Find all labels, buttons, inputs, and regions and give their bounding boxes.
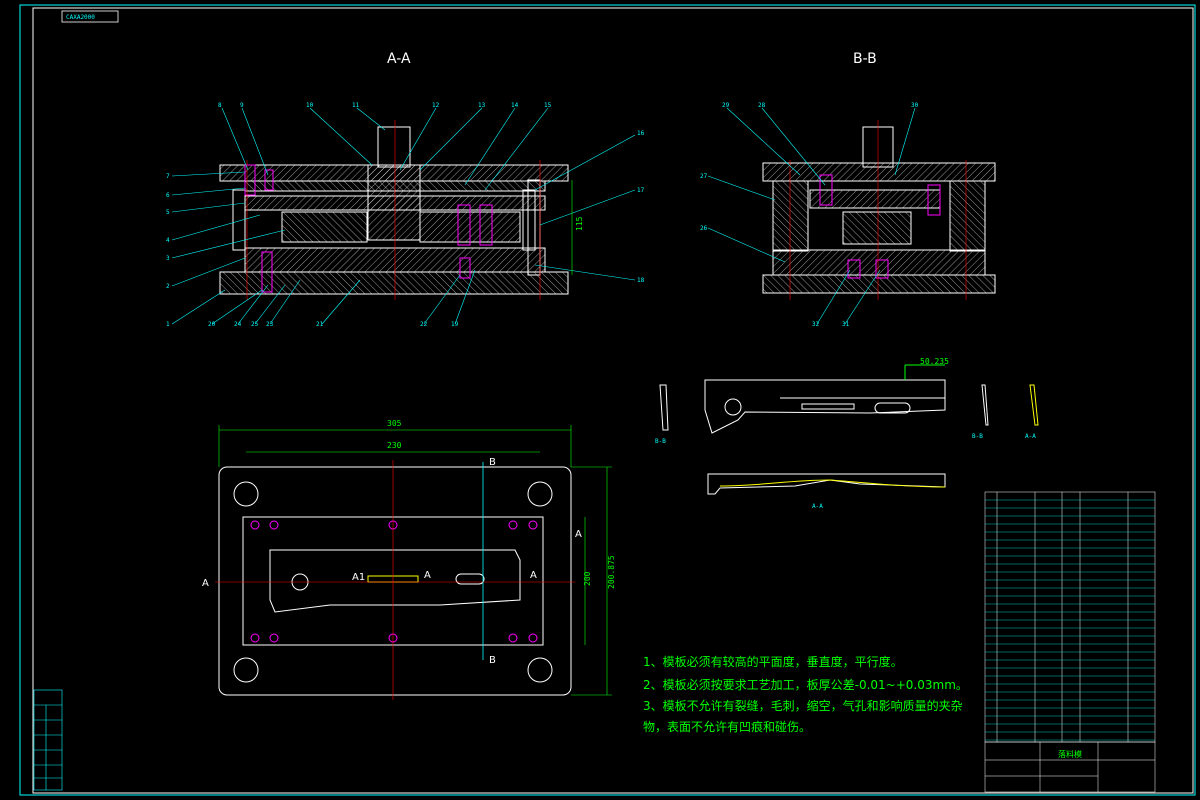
plan-dims — [218, 425, 612, 696]
svg-text:B: B — [489, 655, 496, 666]
svg-text:17: 17 — [637, 187, 645, 194]
svg-text:23: 23 — [266, 321, 274, 328]
plan-view — [218, 466, 572, 696]
title-block-name: 落料模 — [1058, 749, 1082, 759]
svg-text:24: 24 — [234, 321, 242, 328]
part-view-top — [704, 364, 946, 434]
plan-centerlines — [215, 460, 575, 700]
section-bb-title: B-B — [853, 51, 877, 67]
svg-text:18: 18 — [637, 277, 645, 284]
svg-text:6: 6 — [166, 192, 170, 199]
stamp-text: CAXA2000 — [66, 14, 95, 21]
svg-text:29: 29 — [722, 102, 730, 109]
parts-list-rows — [985, 499, 1155, 741]
svg-text:19: 19 — [451, 321, 459, 328]
svg-text:9: 9 — [240, 102, 244, 109]
svg-text:28: 28 — [758, 102, 766, 109]
bb-leaders — [707, 107, 916, 325]
title-block — [984, 741, 1156, 793]
svg-text:A-A: A-A — [812, 503, 823, 510]
svg-text:A-A: A-A — [1025, 433, 1036, 440]
svg-text:2: 2 — [166, 283, 170, 290]
aa-height-dim-label: 115 — [575, 216, 584, 231]
svg-text:A: A — [575, 529, 582, 540]
svg-text:21: 21 — [316, 321, 324, 328]
svg-text:B-B: B-B — [655, 438, 666, 445]
svg-text:7: 7 — [166, 173, 170, 180]
aa-leader-labels: 8 9 10 11 12 13 14 15 16 17 18 7 6 5 4 3 2 1 20 24 25 2… — [166, 102, 645, 328]
dim-overall-height: 200.875 — [607, 555, 616, 589]
svg-text:14: 14 — [511, 102, 519, 109]
svg-text:10: 10 — [306, 102, 314, 109]
svg-text:A: A — [424, 570, 431, 581]
dim-inner-width: 230 — [387, 441, 402, 450]
dim-inner-height: 200 — [583, 571, 592, 586]
svg-text:22: 22 — [420, 321, 428, 328]
part-view-labels: B-B A-A B-B A-A — [655, 433, 1036, 510]
technical-notes: 1、模板必须有较高的平面度，垂直度，平行度。 2、模板必须按要求工艺加工，板厚公… — [643, 654, 968, 734]
svg-text:16: 16 — [637, 130, 645, 137]
section-aa-view — [219, 120, 569, 300]
svg-text:A: A — [202, 578, 209, 589]
svg-text:2、模板必须按要求工艺加工，板厚公差-0.01~+0.03m: 2、模板必须按要求工艺加工，板厚公差-0.01~+0.03mm。 — [643, 678, 968, 692]
svg-text:3: 3 — [166, 255, 170, 262]
svg-text:B-B: B-B — [972, 433, 983, 440]
plan-pins — [250, 520, 538, 643]
svg-text:20: 20 — [208, 321, 216, 328]
svg-text:B: B — [489, 457, 496, 468]
part-view-side — [659, 384, 1039, 495]
svg-text:A: A — [530, 570, 537, 581]
bb-leader-labels: 29 28 30 27 26 32 31 — [700, 102, 919, 328]
svg-text:3、模板不允许有裂缝，毛刺，缩空，气孔和影响质量的夹杂: 3、模板不允许有裂缝，毛刺，缩空，气孔和影响质量的夹杂 — [643, 698, 963, 713]
dim-overall-width: 305 — [387, 419, 402, 428]
section-markers: A A A A A1 B B — [202, 457, 582, 666]
svg-text:4: 4 — [166, 237, 170, 244]
inner-frame — [32, 7, 1194, 794]
svg-text:15: 15 — [544, 102, 552, 109]
outer-frame — [19, 4, 1196, 796]
part-width-dim: 50.235 — [920, 357, 949, 366]
svg-text:1: 1 — [166, 321, 170, 328]
stamp-box — [61, 10, 119, 23]
svg-text:13: 13 — [478, 102, 486, 109]
svg-text:物，表面不允许有凹痕和碰伤。: 物，表面不允许有凹痕和碰伤。 — [643, 719, 811, 734]
parts-list-table — [984, 491, 1156, 743]
svg-text:26: 26 — [700, 225, 708, 232]
svg-text:12: 12 — [432, 102, 440, 109]
svg-text:11: 11 — [352, 102, 360, 109]
svg-text:A1: A1 — [352, 572, 365, 583]
section-aa-title: A-A — [387, 51, 411, 67]
svg-text:1、模板必须有较高的平面度，垂直度，平行度。: 1、模板必须有较高的平面度，垂直度，平行度。 — [643, 654, 903, 669]
svg-text:8: 8 — [218, 102, 222, 109]
section-bb-view — [762, 120, 996, 300]
svg-text:31: 31 — [842, 321, 850, 328]
svg-text:25: 25 — [251, 321, 259, 328]
svg-text:32: 32 — [812, 321, 820, 328]
svg-text:27: 27 — [700, 173, 708, 180]
aa-leaders — [171, 107, 636, 325]
binding-strip — [33, 689, 63, 791]
svg-text:30: 30 — [911, 102, 919, 109]
svg-text:5: 5 — [166, 209, 170, 216]
